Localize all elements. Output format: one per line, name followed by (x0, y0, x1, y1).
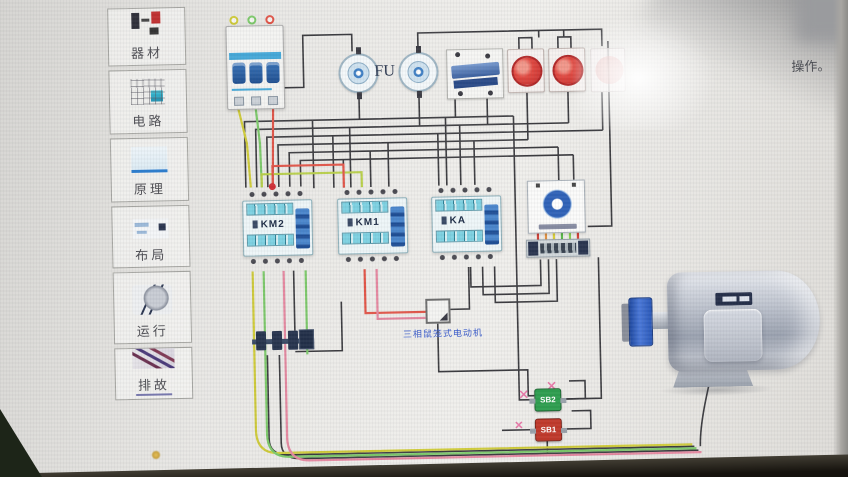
breaker-toggle[interactable] (266, 61, 280, 84)
fuse-label: FU (374, 62, 396, 80)
terminal-row (246, 202, 294, 216)
breaker-toggle[interactable] (249, 62, 263, 84)
time-relay[interactable] (526, 179, 586, 234)
fuse-pin (355, 47, 362, 55)
phase-cap-yellow (229, 15, 239, 25)
contactor-body: KM2 (242, 199, 314, 257)
breaker-terminal (233, 96, 245, 106)
terminal-strip-contacts (540, 242, 577, 254)
terminal-dot (457, 91, 463, 97)
contactor-body: KM1 (337, 197, 409, 255)
terminal-dot (535, 183, 540, 188)
contactor-flag (252, 220, 258, 229)
lamp-lens (511, 55, 543, 88)
breaker-terminal (267, 95, 279, 106)
motor-caption: 三相鼠笼式电动机 (402, 327, 484, 340)
terminal-dot (571, 182, 576, 187)
contactor-top-pins (435, 184, 497, 196)
contactor-label: KA (449, 214, 467, 226)
motor-terminal-box (703, 308, 763, 363)
control-breaker[interactable] (446, 48, 505, 100)
contactor-mechanism (484, 204, 500, 245)
terminal-row (341, 200, 389, 214)
contactor-km1[interactable]: KM1 (337, 186, 409, 275)
phase-cap-red (265, 15, 275, 25)
motor-nameplate (715, 292, 753, 306)
breaker-body (225, 24, 286, 111)
three-phase-motor[interactable] (619, 263, 840, 402)
terminal-block[interactable] (252, 328, 315, 353)
contactor-bottom-pins (437, 251, 498, 263)
terminal-strip[interactable] (526, 238, 591, 258)
terminal-clamp (255, 331, 267, 351)
terminal-dot (485, 53, 491, 59)
fuse-pin (415, 45, 422, 54)
relay-ka[interactable]: KA (431, 184, 503, 273)
contactor-top-pins (341, 186, 403, 198)
breaker-terminal (250, 96, 262, 106)
contactor-bottom-pins (248, 255, 309, 267)
contactor-mechanism (295, 208, 311, 249)
motor-coupling (628, 297, 654, 347)
contactor-label: KM1 (355, 216, 380, 228)
stop-button-sb1[interactable]: SB1 (534, 418, 563, 442)
terminal-clamp (287, 330, 299, 350)
monitor-right-edge (833, 0, 848, 477)
contactor-label: KM2 (260, 218, 285, 230)
breaker-toggle[interactable] (232, 62, 246, 84)
indicator-lamp-1[interactable] (507, 48, 545, 94)
phase-cap-green (247, 15, 257, 25)
power-led (152, 451, 160, 459)
terminal-block-end (298, 329, 315, 350)
breaker-line (231, 88, 272, 91)
terminal-row (435, 229, 484, 243)
terminal-dot (455, 52, 461, 58)
contactor-flag (347, 218, 353, 227)
contactor-body: KA (431, 195, 503, 253)
contactor-top-pins (246, 188, 308, 200)
terminal-row (435, 198, 483, 212)
fuse-pin (356, 92, 363, 100)
start-button-sb2[interactable]: SB2 (534, 388, 562, 412)
breaker-stripe (229, 51, 282, 60)
contactor-mechanism (390, 206, 406, 247)
button-label: SB2 (540, 395, 556, 405)
main-circuit-breaker[interactable] (223, 11, 287, 111)
terminal-dot (487, 90, 493, 96)
fuse-pin (416, 90, 423, 99)
terminal-row (341, 231, 390, 245)
contactor-bottom-pins (343, 253, 404, 265)
junction-box[interactable] (425, 298, 451, 324)
terminal-clamp (271, 330, 283, 351)
button-label: SB1 (540, 425, 557, 435)
terminal-row (246, 233, 295, 247)
timer-nameplate (538, 223, 577, 230)
contactor-km2[interactable]: KM2 (242, 183, 314, 277)
control-breaker-base (453, 76, 498, 89)
timer-dial (540, 187, 574, 221)
contactor-flag (441, 216, 447, 225)
